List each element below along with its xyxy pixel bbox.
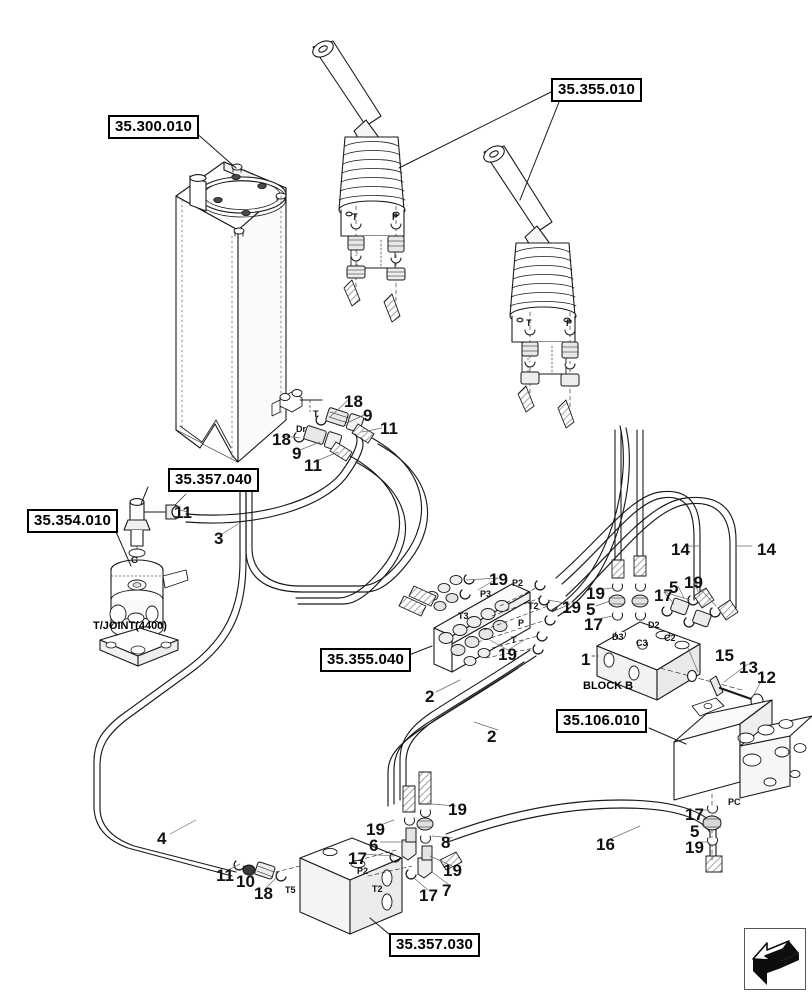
item-number: 18 — [254, 884, 273, 903]
port-label-p: P — [518, 618, 525, 628]
port-label-p: P — [566, 318, 573, 328]
ref-callout-35-354-010[interactable]: 35.354.010 — [27, 509, 119, 533]
port-label-dr: Dr — [296, 424, 307, 434]
item-number: 19 — [685, 838, 704, 857]
item-number: 9 — [292, 444, 302, 463]
hose-3 — [185, 433, 364, 524]
item-number: 11 — [380, 419, 398, 438]
item-number: 17 — [584, 615, 603, 634]
port-label-t: T — [511, 635, 517, 645]
item-number: 3 — [214, 529, 224, 548]
item-number: 1 — [581, 650, 591, 669]
item-number: 17 — [348, 849, 367, 868]
port-label-t: T — [526, 318, 532, 328]
item-number: 5 — [690, 822, 700, 841]
port-label-c2: C2 — [664, 633, 676, 643]
item-number: 19 — [562, 598, 581, 617]
ref-callout-35-357-040[interactable]: 35.357.040 — [168, 468, 260, 492]
item-number: 4 — [157, 829, 167, 848]
item-number: 16 — [596, 835, 615, 854]
item-number: 19 — [498, 645, 517, 664]
item-number: 15 — [715, 646, 734, 665]
port-label-p2: P2 — [357, 866, 369, 876]
item-number: 7 — [442, 881, 452, 900]
item-number: 18 — [272, 430, 291, 449]
item-number: 14 — [671, 540, 690, 559]
ref-callout-35-357-030[interactable]: 35.357.030 — [389, 933, 481, 957]
item-number: 12 — [757, 668, 776, 687]
item-number: 2 — [425, 687, 435, 706]
item-number: 10 — [236, 872, 255, 891]
item-number: 11 — [216, 866, 234, 885]
hose-pair-tank-to-manifold — [245, 437, 429, 605]
ref-callout-35-106-010[interactable]: 35.106.010 — [556, 709, 648, 733]
item-number: 17 — [685, 805, 704, 824]
item-number: 5 — [586, 600, 596, 619]
tank-port-fittings — [271, 389, 375, 462]
hose-4 — [93, 469, 247, 877]
item-number: 19 — [586, 584, 605, 603]
item-number: 17 — [419, 886, 438, 905]
port-label-pc: PC — [728, 797, 741, 807]
orientation-arrow-icon — [744, 928, 806, 990]
port-label-t: T — [313, 409, 319, 419]
item-number: 11 — [304, 456, 322, 475]
caption-t-joint: T/JOINT(4400) — [93, 620, 167, 632]
port-label-t3: T3 — [458, 611, 469, 621]
port-label-p3: P3 — [480, 589, 492, 599]
hose-16 — [439, 799, 723, 873]
port-label-t5: T5 — [285, 885, 296, 895]
manifold-35-355-040 — [395, 574, 558, 673]
port-label-d3: D3 — [612, 632, 624, 642]
bottom-block-inlet-fittings — [233, 860, 287, 882]
item-number: 18 — [344, 392, 363, 411]
item-number: 13 — [739, 658, 758, 677]
item-number: 19 — [366, 820, 385, 839]
item-number: 19 — [684, 573, 703, 592]
item-number: 14 — [757, 540, 776, 559]
hydraulic-tank — [175, 130, 287, 463]
item-number: 9 — [363, 406, 373, 425]
port-label-g: G — [131, 555, 139, 565]
block-b-fitting-stack-right — [631, 583, 649, 621]
port-label-t: T — [352, 212, 358, 222]
item-number: 2 — [487, 727, 497, 746]
bottom-block-outlet-fittings — [389, 771, 434, 880]
port-label-t2: T2 — [528, 601, 539, 611]
ref-callout-35-355-040[interactable]: 35.355.040 — [320, 648, 412, 672]
t-joint-assembly — [99, 486, 189, 667]
item-number: 19 — [489, 570, 508, 589]
item-number: 17 — [654, 586, 673, 605]
port-label-t2: T2 — [372, 884, 383, 894]
item-number: 5 — [669, 578, 679, 597]
item-number: 19 — [448, 800, 467, 819]
hoses-14 — [555, 490, 737, 609]
item-number: 8 — [441, 833, 451, 852]
joystick-left-port-fittings — [343, 205, 406, 323]
caption-block-b: BLOCK B — [583, 680, 634, 692]
hoses-to-block-b — [551, 425, 630, 617]
block-b — [591, 621, 764, 709]
item-number: 19 — [443, 861, 462, 880]
ref-callout-35-300-010[interactable]: 35.300.010 — [108, 115, 200, 139]
port-label-p: P — [392, 212, 399, 222]
ref-callout-35-355-010[interactable]: 35.355.010 — [551, 78, 643, 102]
item-number: 6 — [369, 836, 379, 855]
port-label-p2: P2 — [512, 578, 524, 588]
port-label-c3: C3 — [636, 638, 648, 648]
block-35-357-030 — [267, 837, 413, 941]
block-b-fitting-stack-left — [608, 583, 626, 621]
joystick-left — [312, 40, 552, 269]
block-b-feed-hoses — [611, 429, 647, 579]
pump-assembly — [648, 697, 812, 861]
item-number: 11 — [174, 503, 192, 522]
hoses-2 — [387, 649, 537, 807]
joystick-right-port-fittings — [517, 311, 580, 429]
port-label-d2: D2 — [648, 620, 660, 630]
